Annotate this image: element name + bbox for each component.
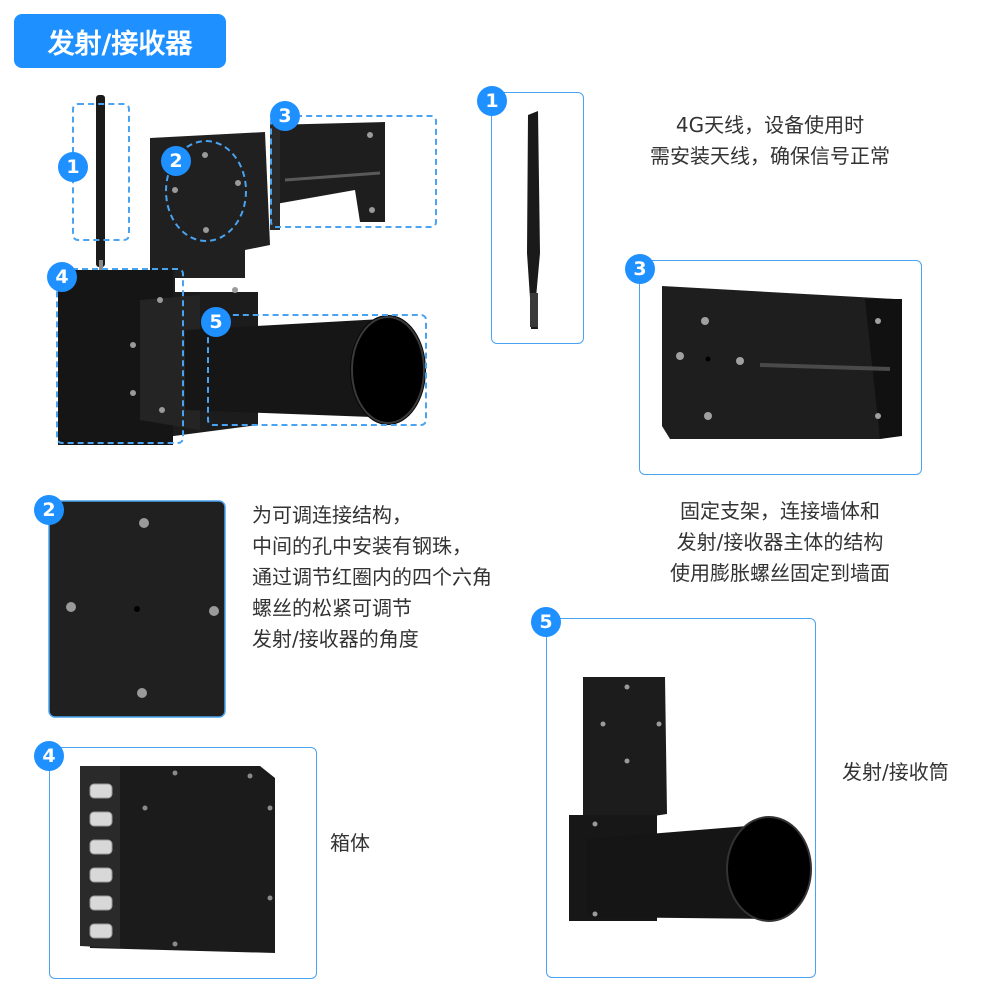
adjuster-desc-line: 中间的孔中安装有钢珠， — [252, 534, 472, 558]
section-title: 发射/接收器 — [14, 14, 226, 68]
panel-1-badge: 1 — [477, 86, 507, 116]
bracket-panel — [639, 260, 922, 475]
adjuster-description: 为可调连接结构， 中间的孔中安装有钢珠， 通过调节红圈内的四个六角 螺丝的松紧可… — [252, 500, 492, 655]
bracket-highlight — [270, 115, 437, 228]
adjuster-desc-line: 螺丝的松紧可调节 — [252, 596, 412, 620]
adjuster-desc-line: 为可调连接结构， — [252, 503, 412, 527]
tube-photo — [569, 677, 812, 922]
box-highlight — [56, 268, 184, 444]
bracket-description: 固定支架，连接墙体和 发射/接收器主体的结构 使用膨胀螺丝固定到墙面 — [600, 496, 960, 589]
adjuster-photo — [48, 500, 226, 718]
adjuster-highlight — [165, 140, 247, 242]
adjuster-panel — [48, 500, 226, 718]
box-photo — [80, 766, 275, 953]
box-description: 箱体 — [330, 831, 370, 855]
bracket-desc-line: 固定支架，连接墙体和 — [680, 499, 880, 523]
tube-panel — [546, 618, 816, 978]
bracket-desc-line: 使用膨胀螺丝固定到墙面 — [670, 561, 890, 585]
adjuster-desc-line: 通过调节红圈内的四个六角 — [252, 565, 492, 589]
tube-highlight — [207, 314, 427, 426]
antenna-photo — [527, 111, 540, 329]
antenna-panel — [491, 92, 584, 344]
tube-description: 发射/接收筒 — [842, 760, 949, 784]
adjuster-desc-line: 发射/接收器的角度 — [252, 627, 419, 651]
antenna-desc-line: 4G天线，设备使用时 — [675, 113, 865, 137]
badge-5: 5 — [201, 307, 231, 337]
panel-3-badge: 3 — [625, 254, 655, 284]
panel-5-badge: 5 — [531, 607, 561, 637]
panel-4-badge: 4 — [34, 741, 64, 771]
panel-2-badge: 2 — [34, 495, 64, 525]
bracket-desc-line: 发射/接收器主体的结构 — [676, 530, 884, 554]
badge-1: 1 — [58, 152, 88, 182]
badge-3: 3 — [270, 101, 300, 131]
badge-2: 2 — [161, 146, 191, 176]
antenna-description: 4G天线，设备使用时 需安装天线，确保信号正常 — [590, 110, 950, 172]
box-panel — [49, 747, 317, 979]
bracket-photo — [662, 286, 902, 439]
badge-4: 4 — [47, 262, 77, 292]
antenna-desc-line: 需安装天线，确保信号正常 — [650, 144, 890, 168]
